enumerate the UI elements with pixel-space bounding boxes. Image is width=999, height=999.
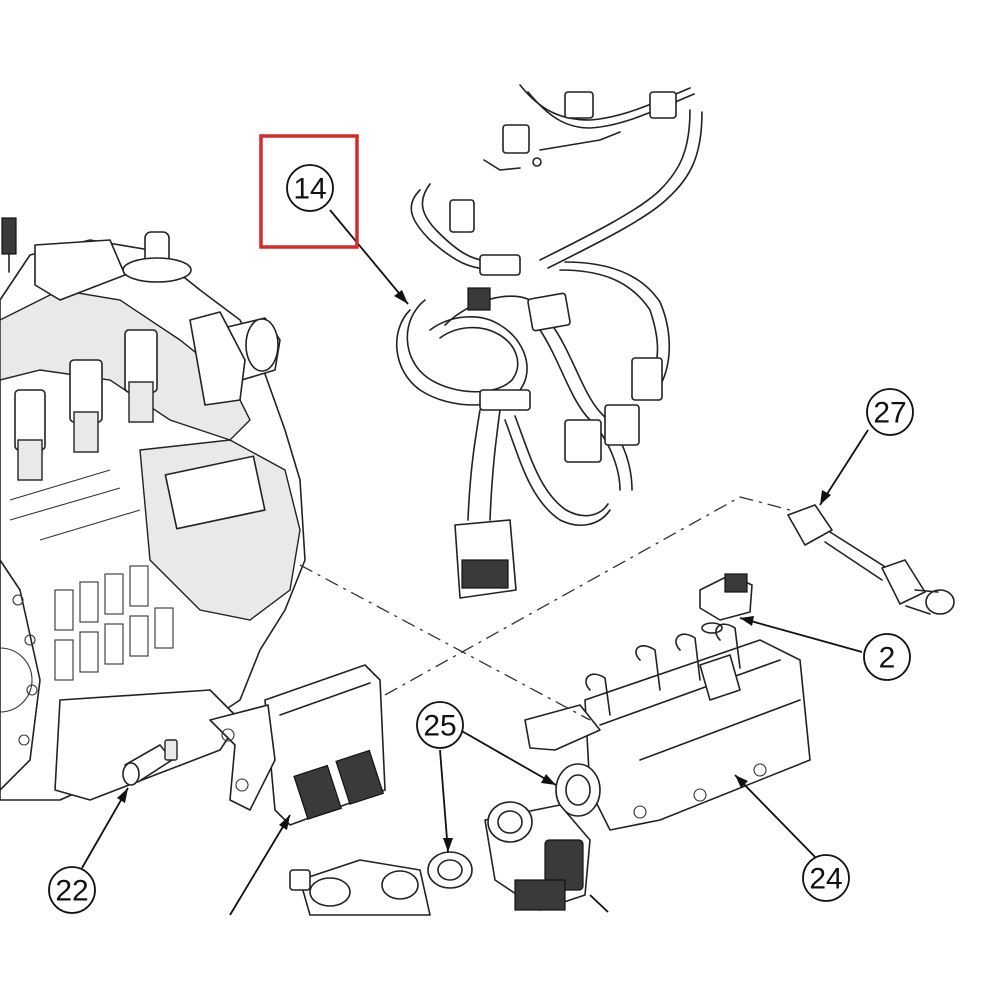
- callout-27-circle: [866, 388, 914, 436]
- gasket-25: [427, 851, 473, 889]
- callout-25-circle: [416, 701, 464, 749]
- callout-14-label: 14: [293, 173, 326, 206]
- callout-22-label: 22: [55, 875, 88, 908]
- callout-22-circle: [48, 866, 96, 914]
- callout-2: 2: [863, 633, 911, 681]
- callout-25-label: 25: [423, 710, 456, 743]
- callout-27-label: 27: [873, 397, 906, 430]
- sensor-2: [699, 573, 753, 634]
- callout-24-circle: [802, 854, 850, 902]
- assembly-lines: [299, 496, 791, 721]
- bottom-component: [289, 859, 431, 916]
- crank-sensor-22: [122, 739, 178, 786]
- engine-block: [0, 217, 306, 801]
- callout-14-circle: [286, 164, 334, 212]
- throttle-body: [484, 801, 591, 911]
- callout-27: 27: [866, 388, 914, 436]
- leader-lines: [81, 209, 869, 916]
- callout-14: 14: [286, 164, 334, 212]
- callout-2-circle: [863, 633, 911, 681]
- highlight-box: [259, 134, 359, 249]
- callout-2-label: 2: [879, 642, 896, 675]
- callout-25: 25: [416, 701, 464, 749]
- wiring-harness-14: [395, 84, 703, 599]
- callout-22: 22: [48, 866, 96, 914]
- sensor-27: [787, 504, 955, 615]
- callout-24: 24: [802, 854, 850, 902]
- callout-24-label: 24: [809, 863, 842, 896]
- ecu-module: [209, 664, 386, 826]
- intake-manifold-24: [524, 623, 811, 831]
